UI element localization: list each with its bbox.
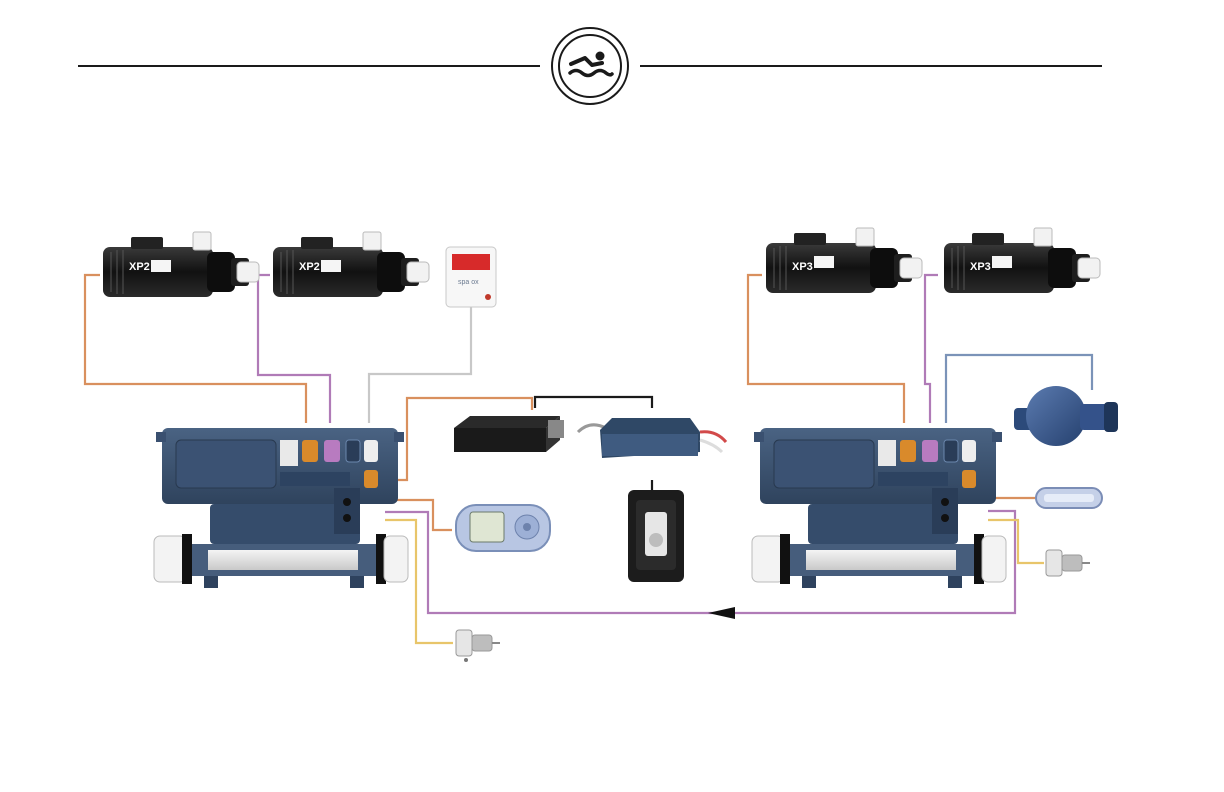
bluetooth-module — [578, 418, 726, 458]
remote-controller — [628, 490, 684, 582]
ozonator: spa ox — [446, 247, 496, 307]
wire-audio-amp-to-bt-module — [535, 397, 652, 408]
sensor-left — [456, 630, 500, 662]
direction-arrow — [708, 607, 735, 619]
swimmer-icon — [552, 28, 628, 104]
control-pack-left — [154, 428, 408, 588]
wire-pump3-to-right-pack — [748, 275, 904, 423]
wire-left-pack-to-keypad — [385, 500, 452, 530]
wire-pump4-to-right-pack — [925, 275, 938, 423]
pump-1: XP2 — [103, 232, 259, 297]
wire-pump2-to-left-pack — [258, 275, 330, 423]
pump-2-label: XP2 — [299, 261, 320, 273]
blower — [1014, 386, 1118, 446]
audio-amplifier — [454, 416, 564, 452]
keypad — [456, 505, 550, 551]
control-pack-right — [752, 428, 1006, 588]
pump-4: XP3 — [944, 228, 1100, 293]
header — [78, 28, 1102, 104]
wire-ozonator-to-left-pack — [369, 307, 471, 423]
ozonator-label: spa ox — [458, 279, 479, 286]
pump-3-label: XP3 — [792, 261, 813, 273]
pump-1-label: XP2 — [129, 261, 150, 273]
sensor-right — [1046, 550, 1090, 576]
wire-pump1-to-left-pack — [85, 275, 306, 423]
pump-3: XP3 — [766, 228, 922, 293]
pump-4-label: XP3 — [970, 261, 991, 273]
spa-light — [1036, 488, 1102, 508]
pump-2: XP2 — [273, 232, 429, 297]
